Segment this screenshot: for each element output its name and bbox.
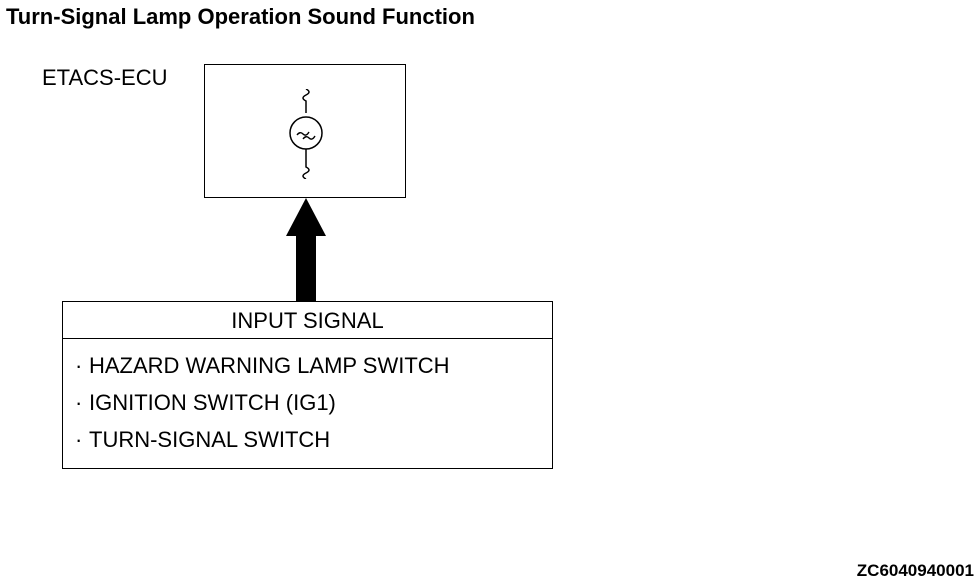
bullet: · <box>75 390 83 415</box>
ecu-label: ETACS-ECU <box>42 65 168 90</box>
input-signal-header: INPUT SIGNAL <box>63 302 552 339</box>
input-signal-box: INPUT SIGNAL ·HAZARD WARNING LAMP SWITCH… <box>62 301 553 469</box>
input-signal-item-label: TURN-SIGNAL SWITCH <box>89 427 331 452</box>
buzzer-icon <box>289 89 323 179</box>
bullet: · <box>75 353 83 378</box>
input-signal-list: ·HAZARD WARNING LAMP SWITCH ·IGNITION SW… <box>63 339 552 458</box>
input-signal-item: ·TURN-SIGNAL SWITCH <box>75 421 552 458</box>
input-signal-item: ·IGNITION SWITCH (IG1) <box>75 384 552 421</box>
input-signal-item-label: IGNITION SWITCH (IG1) <box>89 390 336 415</box>
input-signal-item: ·HAZARD WARNING LAMP SWITCH <box>75 347 552 384</box>
diagram-title: Turn-Signal Lamp Operation Sound Functio… <box>6 4 475 29</box>
signal-arrow <box>286 198 326 302</box>
bullet: · <box>75 427 83 452</box>
figure-id: ZC6040940001 <box>856 561 974 580</box>
input-signal-item-label: HAZARD WARNING LAMP SWITCH <box>89 353 450 378</box>
ecu-box <box>204 64 406 198</box>
